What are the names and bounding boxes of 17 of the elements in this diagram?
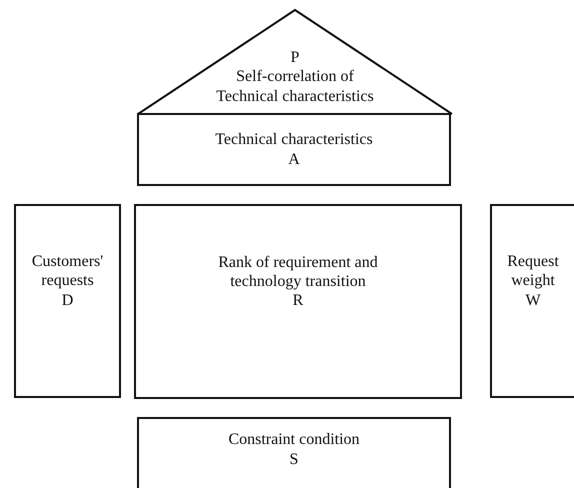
symbol-label: W [525, 290, 541, 310]
section-label: Technical characteristics [215, 130, 373, 150]
matrix-box [14, 204, 121, 398]
symbol-label: D [62, 290, 74, 310]
symbol-label: R [292, 291, 304, 310]
section-label: Request weight [506, 252, 560, 291]
symbol-label: P [290, 48, 300, 68]
section-label: Constraint condition [228, 430, 360, 450]
matrix-box [137, 417, 451, 488]
symbol-label: A [288, 150, 300, 169]
section-label: Self-correlation of Technical characteristics [215, 67, 375, 106]
section-label: Rank of requirement and technology transition [217, 252, 379, 292]
section-label: Customers' requests [30, 252, 104, 291]
matrix-box [137, 113, 451, 186]
symbol-label: S [290, 450, 298, 469]
matrix-box [490, 204, 574, 398]
matrix-box [134, 204, 462, 399]
